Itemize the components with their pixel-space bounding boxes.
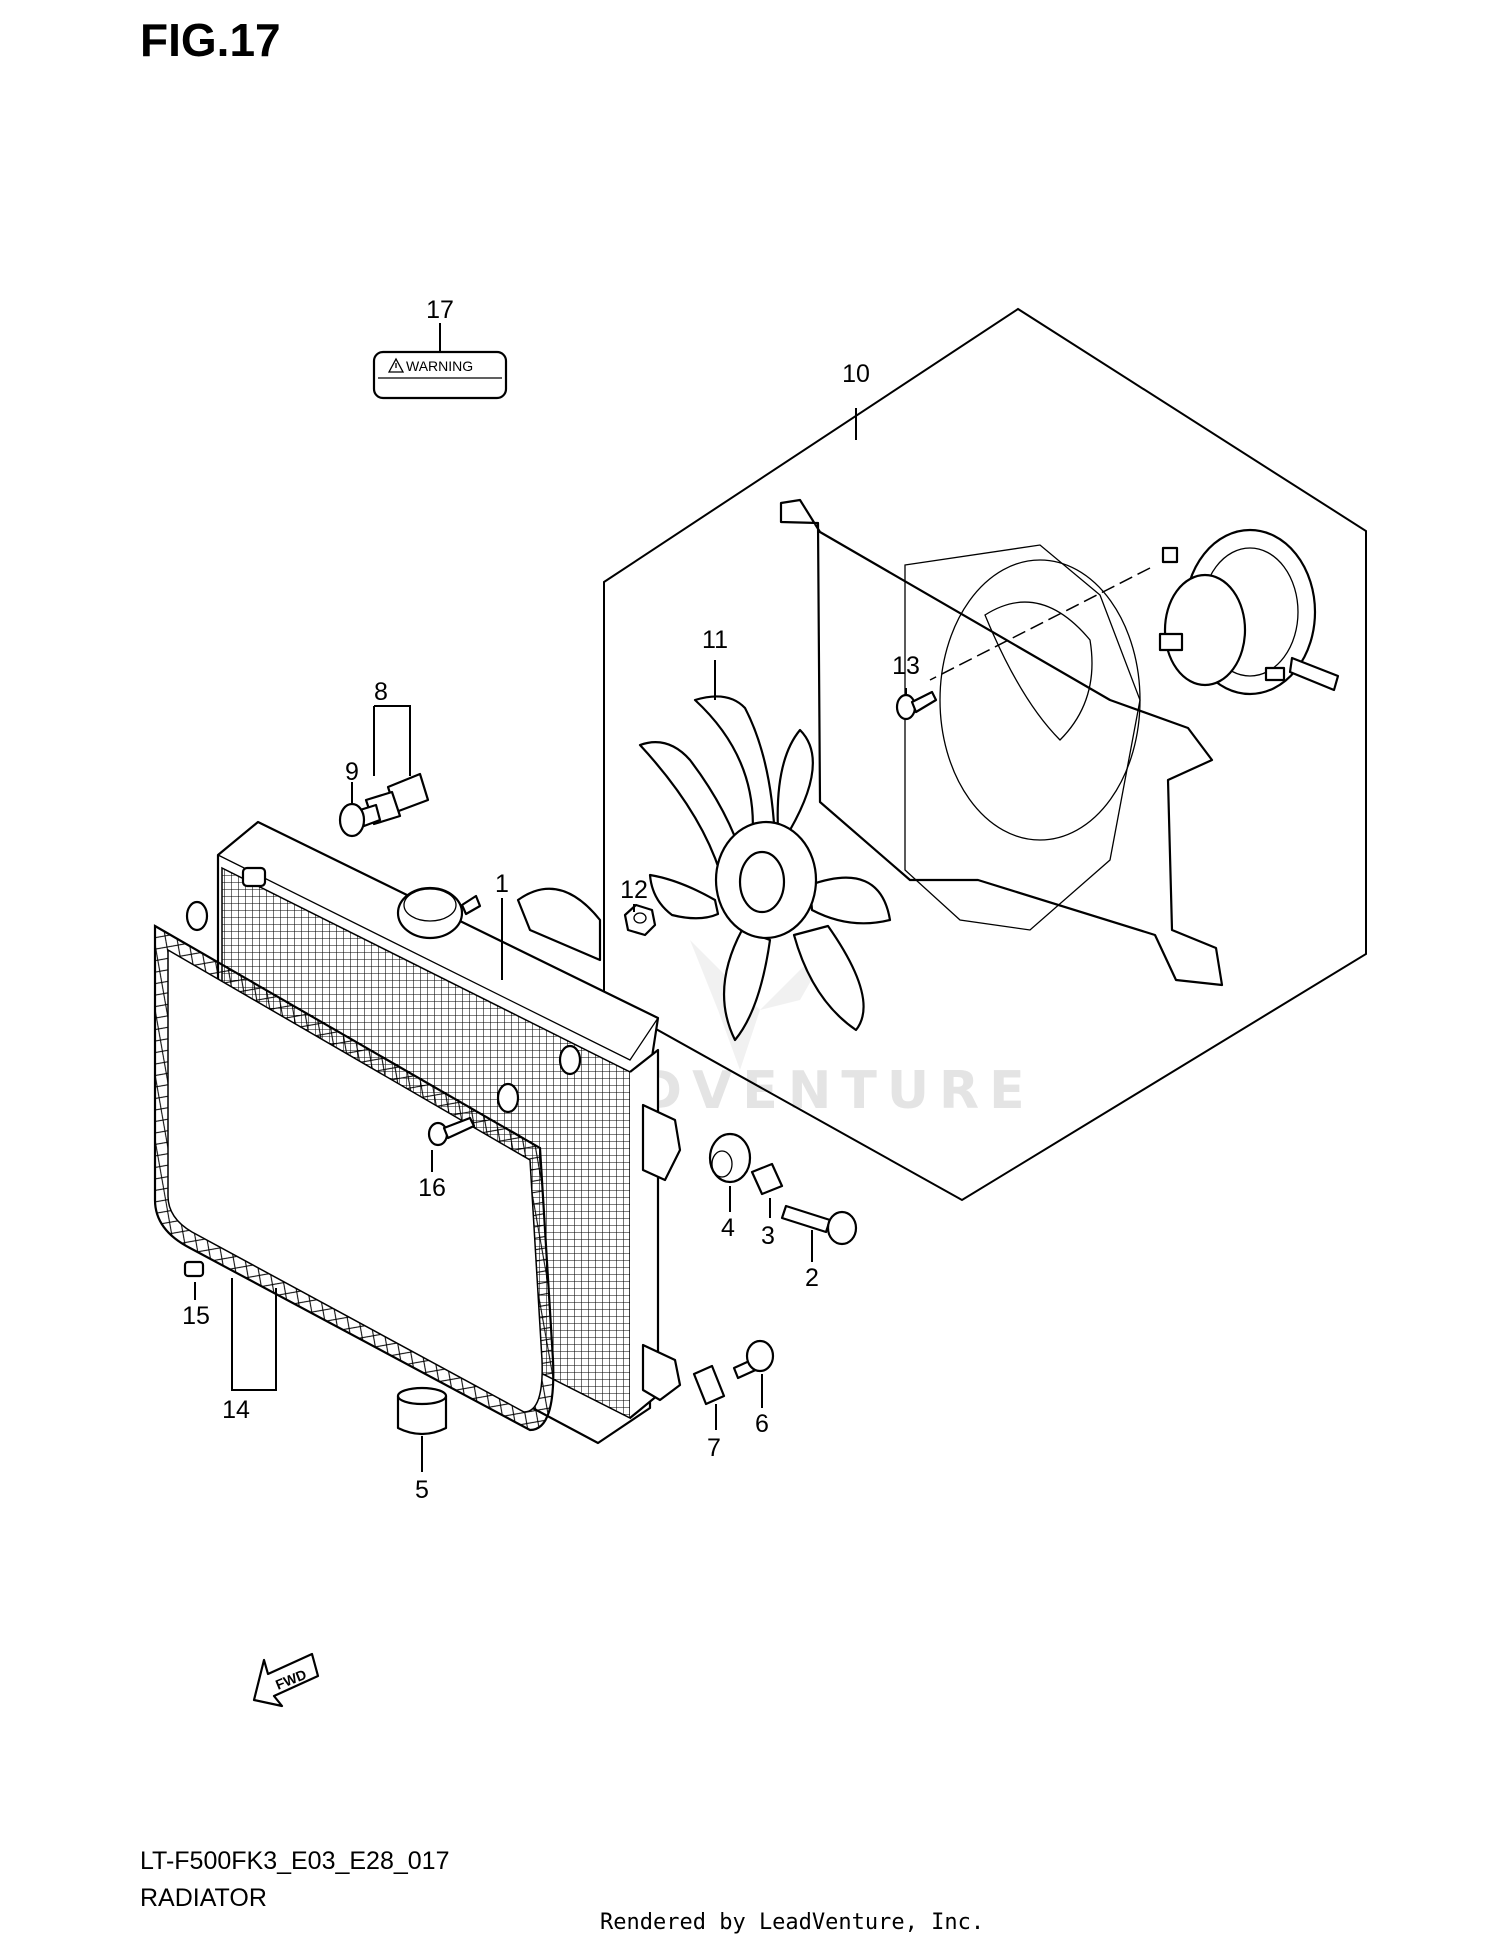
callout-14: 14 <box>222 1396 250 1424</box>
washer-9 <box>338 802 366 838</box>
warning-label: WARNING <box>372 350 508 400</box>
callout-12: 12 <box>620 876 648 904</box>
callout-8: 8 <box>374 678 388 706</box>
callout-6: 6 <box>755 1410 769 1438</box>
radiator-screen <box>153 900 582 1432</box>
drain-plug-8 <box>358 772 430 828</box>
callout-10: 10 <box>842 360 870 388</box>
fan-blade <box>638 695 892 1042</box>
model-code: LT-F500FK3_E03_E28_017 <box>140 1847 450 1875</box>
callout-3: 3 <box>761 1222 775 1250</box>
callout-9: 9 <box>345 758 359 786</box>
section-name: RADIATOR <box>140 1884 267 1912</box>
fan-motor <box>929 528 1340 696</box>
fwd-arrow-icon: FWD <box>252 1652 320 1708</box>
collar-3 <box>750 1162 784 1196</box>
warning-triangle-icon <box>387 357 405 373</box>
figure-title: FIG.17 <box>140 14 281 66</box>
callout-13: 13 <box>892 652 920 680</box>
callout-1: 1 <box>495 870 509 898</box>
leader-14 <box>231 1278 277 1391</box>
clip-15 <box>183 1260 205 1278</box>
callout-15: 15 <box>182 1302 210 1330</box>
grommet-4 <box>708 1132 752 1184</box>
callout-5: 5 <box>415 1476 429 1504</box>
nut-7 <box>692 1364 726 1406</box>
callout-7: 7 <box>707 1434 721 1462</box>
callout-2: 2 <box>805 1264 819 1292</box>
fan-shroud <box>779 498 1224 987</box>
callout-4: 4 <box>721 1214 735 1242</box>
nut-12 <box>623 903 657 937</box>
leader-8 <box>374 705 411 776</box>
bolt-2 <box>780 1204 858 1246</box>
callout-11: 11 <box>702 626 728 654</box>
credit-text: Rendered by LeadVenture, Inc. <box>600 1910 984 1935</box>
screw-16 <box>427 1116 476 1147</box>
bolt-6 <box>732 1339 775 1380</box>
warning-label-text: WARNING <box>406 358 473 374</box>
callout-17: 17 <box>426 296 454 324</box>
cushion-5 <box>396 1386 448 1436</box>
callout-16: 16 <box>418 1174 446 1202</box>
